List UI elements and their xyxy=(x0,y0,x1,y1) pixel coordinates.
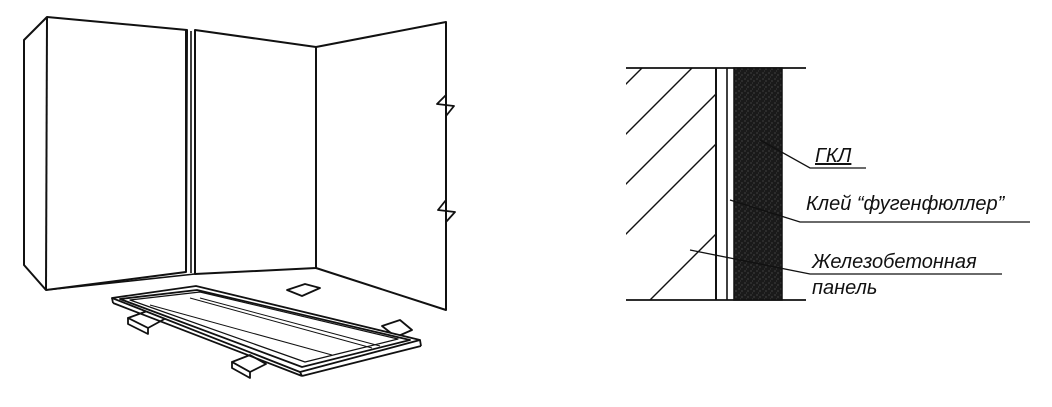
leader-lines xyxy=(689,139,1030,275)
cross-section: ГКЛ Клей “фугенфюллер” Железобетонная па… xyxy=(626,67,1030,301)
gypsum-board xyxy=(111,285,422,377)
wall-panel-right xyxy=(315,21,447,311)
floor-line xyxy=(45,273,196,291)
concrete-hatch xyxy=(626,68,716,300)
label-panel-line1: Железобетонная xyxy=(811,251,977,273)
gkl-board xyxy=(733,67,783,301)
wall-panel-middle xyxy=(194,29,317,275)
break-marks xyxy=(436,22,456,310)
label-panel-line2: панель xyxy=(812,277,877,299)
label-glue: Клей “фугенфюллер” xyxy=(806,193,1006,215)
sleepers xyxy=(127,283,413,379)
wall-panel-left xyxy=(23,16,188,291)
label-gkl: ГКЛ xyxy=(815,145,852,167)
room-sketch xyxy=(23,16,456,379)
wall-panel-left-edge xyxy=(45,16,48,291)
